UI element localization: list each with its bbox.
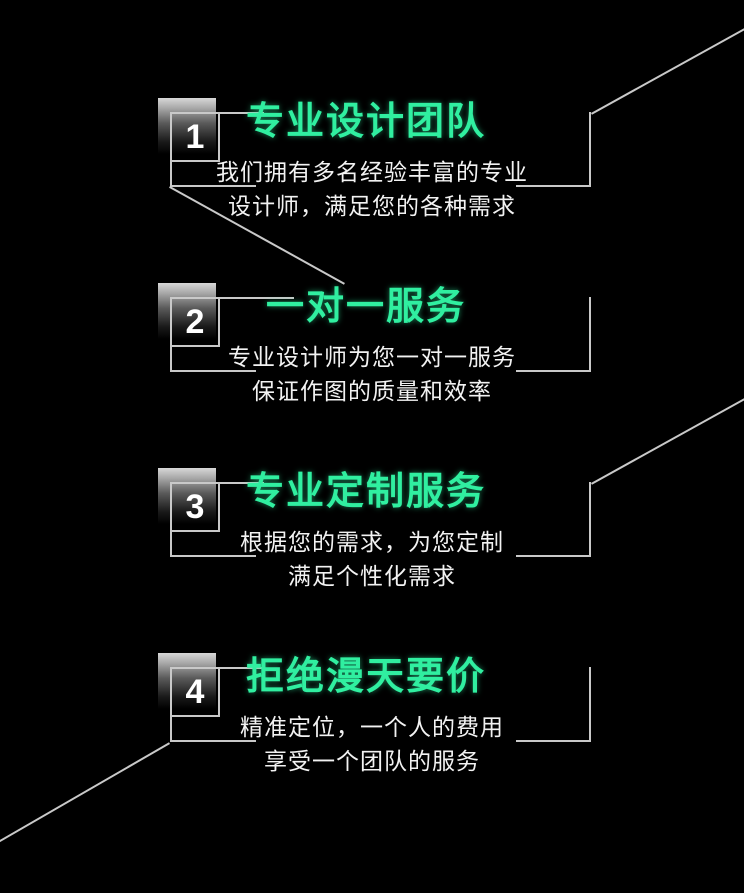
bracket-line-bottom-right — [516, 740, 591, 742]
badge-number: 3 — [185, 488, 205, 526]
bracket-line-right — [589, 667, 591, 741]
bracket-line-top — [186, 667, 264, 669]
feature-body: 我们拥有多名经验丰富的专业设计师，满足您的各种需求 — [0, 155, 744, 223]
feature-body-line-1: 根据您的需求，为您定制 — [240, 529, 504, 555]
badge-gradient-plate — [158, 653, 216, 709]
bracket-line-bottom-left — [170, 740, 256, 742]
feature-body: 专业设计师为您一对一服务保证作图的质量和效率 — [0, 340, 744, 408]
feature-body-line-2: 享受一个团队的服务 — [264, 748, 480, 774]
feature-heading: 专业设计团队 — [245, 101, 486, 143]
badge-gradient-plate — [158, 283, 216, 339]
bracket-line-bottom-right — [516, 185, 591, 187]
bracket-line-bottom-left — [170, 185, 256, 187]
bracket-line-top — [186, 112, 264, 114]
feature-heading: 一对一服务 — [265, 286, 466, 328]
badge-number: 2 — [185, 303, 205, 341]
feature-block-4: 4 拒绝漫天要价精准定位，一个人的费用享受一个团队的服务 — [0, 653, 744, 838]
feature-body: 精准定位，一个人的费用享受一个团队的服务 — [0, 710, 744, 778]
bracket-line-stem — [170, 717, 172, 742]
bracket-line-right — [589, 482, 591, 556]
feature-heading: 专业定制服务 — [245, 471, 486, 513]
feature-block-3: 3 专业定制服务根据您的需求，为您定制满足个性化需求 — [0, 468, 744, 653]
feature-body-line-2: 满足个性化需求 — [288, 563, 456, 589]
bracket-line-bottom-right — [516, 555, 591, 557]
feature-body-line-1: 精准定位，一个人的费用 — [240, 714, 504, 740]
feature-heading: 拒绝漫天要价 — [245, 656, 486, 698]
bracket-line-bottom-right — [516, 370, 591, 372]
bracket-line-right — [589, 112, 591, 186]
badge-number: 1 — [185, 118, 205, 156]
feature-body-line-2: 设计师，满足您的各种需求 — [228, 193, 516, 219]
bracket-line-bottom-left — [170, 370, 256, 372]
feature-block-2: 2 一对一服务专业设计师为您一对一服务保证作图的质量和效率 — [0, 283, 744, 468]
bracket-line-top — [186, 482, 264, 484]
bracket-line-stem — [170, 532, 172, 557]
bracket-line-top — [186, 297, 294, 299]
badge-number: 4 — [185, 673, 205, 711]
bracket-line-stem — [170, 347, 172, 372]
bracket-line-stem — [170, 162, 172, 187]
badge-gradient-plate — [158, 468, 216, 524]
bracket-line-right — [589, 297, 591, 371]
feature-body-line-1: 专业设计师为您一对一服务 — [228, 344, 516, 370]
feature-body-line-1: 我们拥有多名经验丰富的专业 — [216, 159, 528, 185]
badge-gradient-plate — [158, 98, 216, 154]
feature-block-1: 1 专业设计团队我们拥有多名经验丰富的专业设计师，满足您的各种需求 — [0, 98, 744, 283]
feature-body: 根据您的需求，为您定制满足个性化需求 — [0, 525, 744, 593]
feature-body-line-2: 保证作图的质量和效率 — [252, 378, 492, 404]
bracket-line-bottom-left — [170, 555, 256, 557]
